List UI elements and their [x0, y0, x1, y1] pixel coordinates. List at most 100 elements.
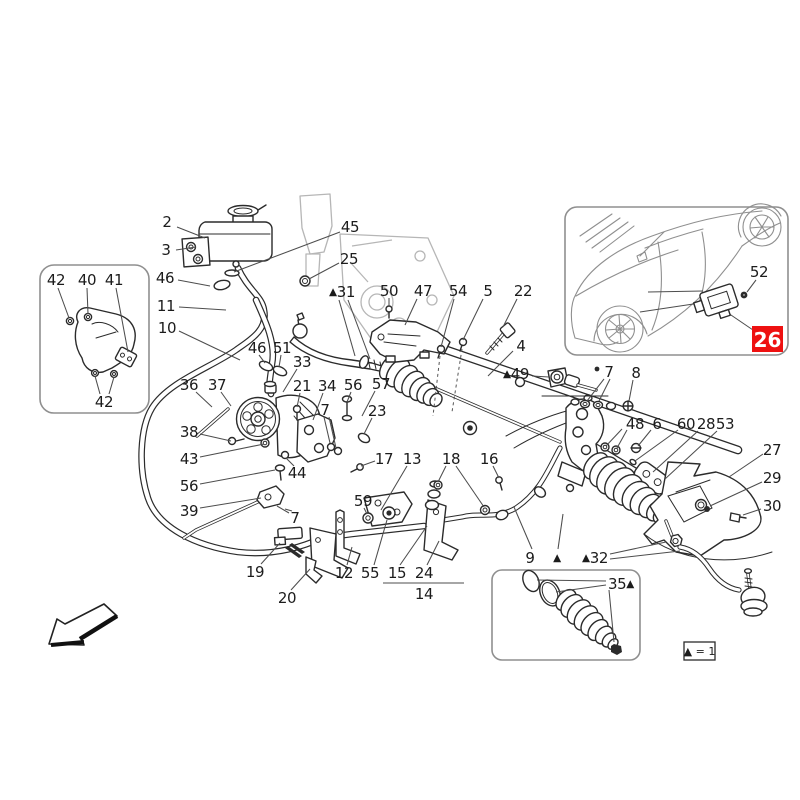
part-label-13: 13 — [403, 450, 421, 468]
legend-text: ▲ = 1 — [684, 645, 716, 658]
part-label-46: 46 — [248, 339, 266, 357]
part-label-10: 10 — [158, 319, 176, 337]
part-label-37: 37 — [208, 376, 226, 394]
leader-line — [282, 368, 298, 393]
leader-line — [709, 481, 763, 507]
leader-line — [608, 589, 615, 643]
part-label-50: 50 — [380, 282, 398, 300]
leader-line — [290, 568, 311, 591]
leader-line — [308, 262, 340, 280]
control-module — [692, 283, 739, 320]
part-label-38: 38 — [180, 423, 198, 441]
leader-line — [346, 546, 353, 566]
part-label-23: 23 — [368, 402, 386, 420]
part-label-32: ▲32 — [582, 549, 608, 567]
leader-line — [728, 453, 764, 478]
leader-line — [199, 497, 262, 509]
leader-line — [199, 433, 232, 442]
part-label-44: 44 — [288, 464, 306, 482]
leader-line — [746, 279, 757, 293]
leader-line — [652, 430, 699, 473]
part-label-33: 33 — [293, 353, 311, 371]
part-label-2: 2 — [162, 213, 171, 231]
part-label-45: 45 — [341, 218, 359, 236]
part-label-triangle: ▲ — [553, 552, 562, 564]
part-label-16: 16 — [480, 450, 498, 468]
part-label-54: 54 — [449, 282, 467, 300]
part-label-8: 8 — [631, 364, 640, 382]
leader-line — [86, 287, 89, 315]
leader-line — [440, 298, 455, 348]
outer-tie-rod-right — [664, 519, 768, 617]
highlight-badge-26: 26 — [752, 326, 783, 352]
part-label-47: 47 — [414, 282, 432, 300]
leader-line — [363, 507, 368, 515]
mounting-bracket-47 — [369, 305, 516, 417]
leader-line — [57, 287, 70, 319]
part-label-29: 29 — [763, 469, 781, 487]
leader-line — [175, 246, 197, 251]
part-label-35: 35▲ — [608, 575, 635, 593]
leader-line — [455, 465, 485, 508]
leader-line — [598, 378, 611, 402]
part-label-28: 28 — [697, 415, 715, 433]
part-label-48: 48 — [626, 415, 644, 433]
leader-line — [195, 391, 213, 408]
leader-line — [361, 390, 376, 417]
part-label-12: 12 — [335, 564, 353, 582]
coupler-and-fittings — [600, 442, 671, 495]
part-label-14: 14 — [415, 585, 433, 603]
part-label-31: ▲31 — [329, 283, 355, 301]
part-label-60: 60 — [677, 415, 695, 433]
leader-line — [177, 279, 211, 287]
leader-line — [312, 392, 324, 421]
part-label-42: 42 — [47, 271, 65, 289]
leader-line — [285, 457, 295, 467]
part-label-24: 24 — [415, 564, 433, 582]
leader-line — [557, 513, 564, 550]
part-label-43: 43 — [180, 450, 198, 468]
leader-line — [742, 508, 762, 516]
heat-shield — [643, 461, 773, 561]
part-label-7: 7 — [290, 509, 299, 527]
power-steering-pump — [235, 380, 336, 463]
leader-line — [296, 392, 301, 408]
part-label-6: 6 — [652, 415, 661, 433]
part-label-3: 3 — [161, 241, 170, 259]
part-label-49: ▲49 — [503, 365, 529, 383]
part-label-4: 4 — [516, 337, 525, 355]
part-label-30: 30 — [763, 497, 781, 515]
leader-line — [178, 306, 227, 311]
part-label-27: 27 — [763, 441, 781, 459]
leader-line — [628, 379, 634, 402]
part-label-5: 5 — [483, 282, 492, 300]
leader-line — [176, 226, 206, 239]
union-fittings-right — [579, 399, 634, 412]
boot-kit-inset — [491, 569, 641, 661]
leader-line — [233, 231, 341, 273]
part-label-20: 20 — [278, 589, 296, 607]
part-label-19: 19 — [246, 563, 264, 581]
leader-line — [637, 429, 652, 447]
leader-line — [462, 298, 484, 341]
leader-line — [363, 417, 373, 435]
leader-line — [260, 542, 281, 565]
steering-joint-49 — [541, 366, 609, 397]
leader-line — [323, 416, 331, 444]
leader-line — [178, 330, 241, 361]
part-label-21: 21 — [293, 377, 311, 395]
rack-valve-body — [505, 394, 605, 493]
leader-line — [380, 465, 408, 511]
leader-line — [199, 443, 265, 458]
part-label-53: 53 — [716, 415, 734, 433]
leader-line — [586, 378, 605, 402]
leader-line — [609, 541, 667, 555]
leader-line — [609, 550, 681, 560]
part-label-36: 36 — [180, 376, 198, 394]
leader-line — [487, 350, 514, 377]
leader-line — [437, 465, 447, 483]
leader-line — [426, 540, 440, 566]
part-label-34: 34 — [318, 377, 336, 395]
leader-line — [278, 354, 282, 368]
